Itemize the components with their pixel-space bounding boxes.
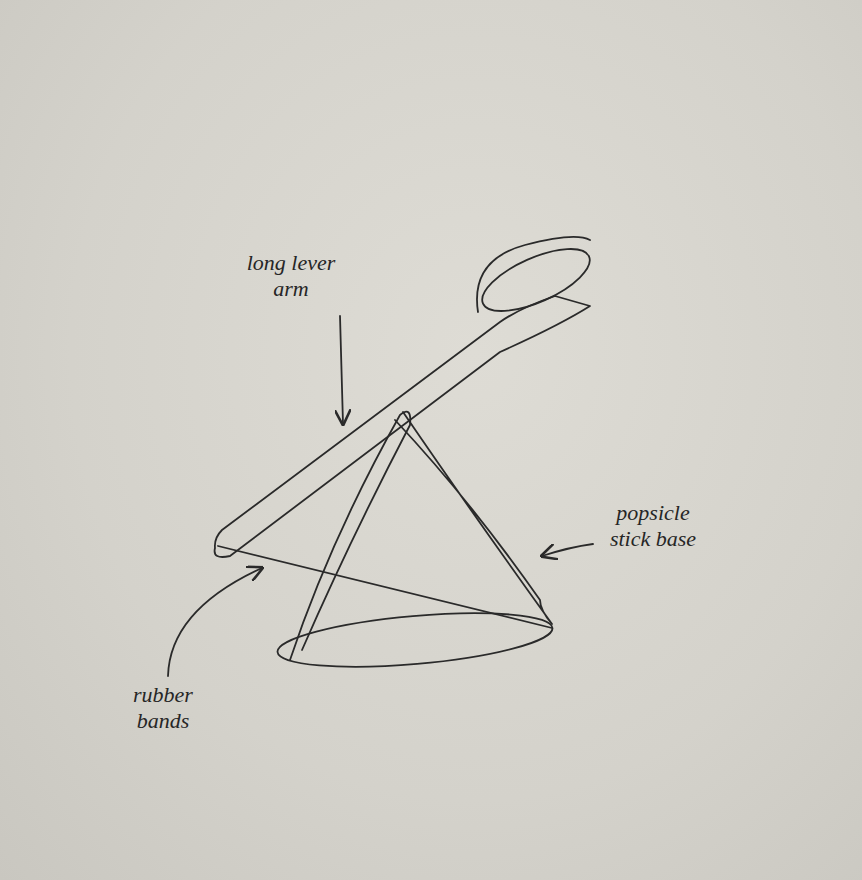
leader-arrow xyxy=(340,316,343,424)
cup xyxy=(474,236,598,323)
part-label: long lever arm xyxy=(232,250,350,302)
part-label: popsicle stick base xyxy=(598,500,708,552)
part-label: rubber bands xyxy=(108,682,218,734)
base-leg xyxy=(290,412,410,660)
base-leg xyxy=(395,412,552,624)
cup xyxy=(477,237,590,312)
rubber-band xyxy=(218,546,552,628)
leader-arrow xyxy=(542,544,593,556)
leader-arrow xyxy=(168,568,262,676)
lever-arm xyxy=(215,296,590,557)
